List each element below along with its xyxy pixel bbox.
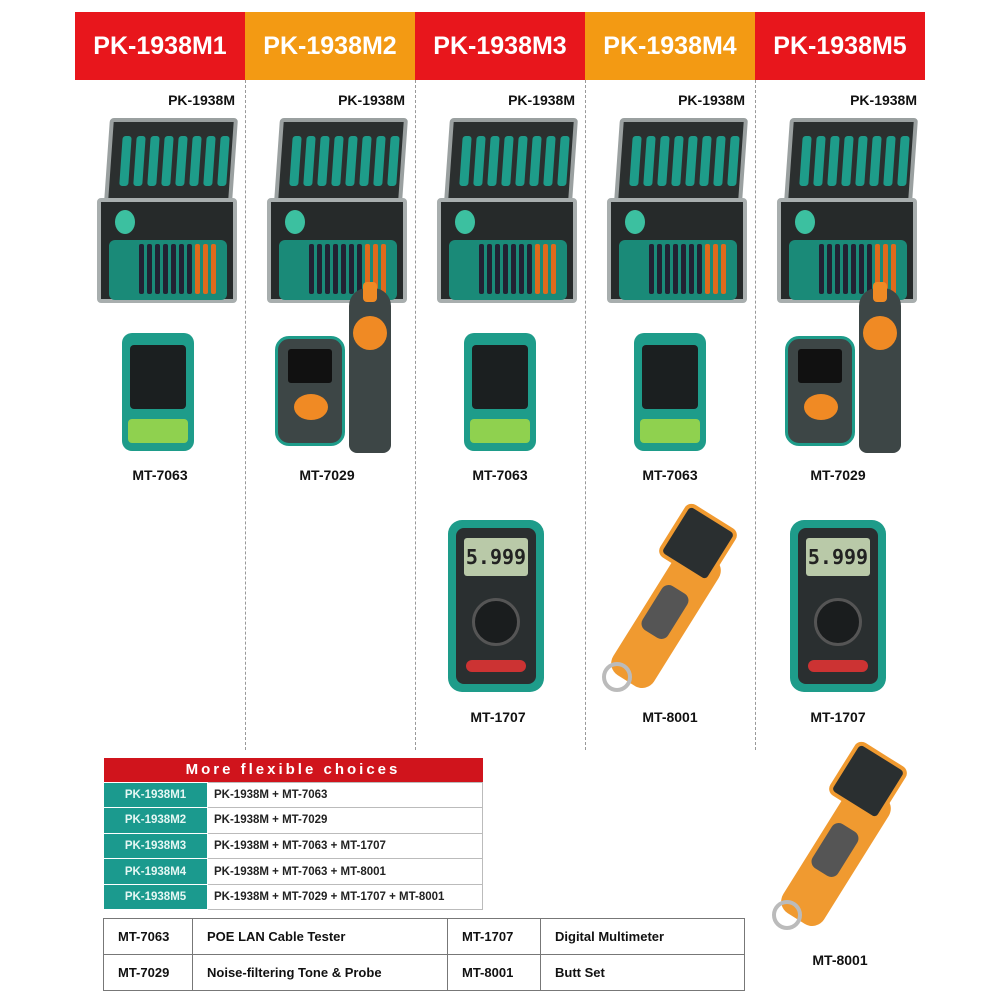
model-cell: PK-1938M5 bbox=[103, 883, 208, 911]
multimeter-image: 5.999 bbox=[448, 520, 544, 692]
product-label: MT-8001 bbox=[812, 952, 868, 968]
column-divider bbox=[585, 80, 586, 750]
kit-label: PK-1938M bbox=[168, 92, 235, 108]
header-pk-1938m3: PK-1938M3 bbox=[415, 12, 585, 80]
header-pk-1938m2: PK-1938M2 bbox=[245, 12, 415, 80]
product-label: MT-1707 bbox=[810, 709, 866, 725]
contents-cell: PK-1938M + MT-7063 + MT-8001 bbox=[207, 858, 483, 885]
product-label: MT-7063 bbox=[132, 467, 188, 483]
column-divider bbox=[245, 80, 246, 750]
name-cell: Butt Set bbox=[540, 954, 745, 991]
tool-kit-image bbox=[777, 118, 922, 306]
code-cell: MT-7029 bbox=[103, 954, 193, 991]
contents-cell: PK-1938M + MT-7063 + MT-1707 bbox=[207, 832, 483, 860]
butt-set-image bbox=[768, 738, 910, 940]
kit-label: PK-1938M bbox=[678, 92, 745, 108]
contents-cell: PK-1938M + MT-7029 + MT-1707 + MT-8001 bbox=[207, 883, 483, 911]
kit-label: PK-1938M bbox=[338, 92, 405, 108]
tool-kit-image bbox=[267, 118, 412, 306]
product-legend-table: MT-7063 POE LAN Cable Tester MT-1707 Dig… bbox=[103, 918, 745, 991]
code-cell: MT-8001 bbox=[447, 954, 541, 991]
model-cell: PK-1938M2 bbox=[103, 807, 208, 834]
name-cell: Noise-filtering Tone & Probe bbox=[192, 954, 448, 991]
code-cell: MT-7063 bbox=[103, 918, 193, 955]
contents-cell: PK-1938M + MT-7063 bbox=[207, 781, 483, 809]
name-cell: POE LAN Cable Tester bbox=[192, 918, 448, 955]
cable-tester-image bbox=[634, 333, 706, 451]
product-label: MT-7063 bbox=[642, 467, 698, 483]
contents-cell: PK-1938M + MT-7029 bbox=[207, 807, 483, 834]
product-label: MT-8001 bbox=[642, 709, 698, 725]
cable-tester-image bbox=[122, 333, 194, 451]
cable-tester-image bbox=[464, 333, 536, 451]
tone-probe-image bbox=[785, 282, 910, 456]
model-cell: PK-1938M3 bbox=[103, 832, 208, 860]
model-cell: PK-1938M1 bbox=[103, 781, 208, 809]
multimeter-display: 5.999 bbox=[464, 538, 528, 576]
column-divider bbox=[755, 80, 756, 750]
name-cell: Digital Multimeter bbox=[540, 918, 745, 955]
product-label: MT-7029 bbox=[299, 467, 355, 483]
code-cell: MT-1707 bbox=[447, 918, 541, 955]
tool-kit-image bbox=[607, 118, 752, 306]
kit-label: PK-1938M bbox=[508, 92, 575, 108]
model-cell: PK-1938M4 bbox=[103, 858, 208, 885]
multimeter-display: 5.999 bbox=[806, 538, 870, 576]
table-row: MT-7029 Noise-filtering Tone & Probe MT-… bbox=[103, 954, 745, 991]
header-pk-1938m4: PK-1938M4 bbox=[585, 12, 755, 80]
header-pk-1938m5: PK-1938M5 bbox=[755, 12, 925, 80]
butt-set-image bbox=[598, 500, 740, 702]
product-label: MT-7063 bbox=[472, 467, 528, 483]
choices-title: More flexible choices bbox=[103, 758, 483, 782]
tone-probe-image bbox=[275, 282, 400, 456]
kit-label: PK-1938M bbox=[850, 92, 917, 108]
header-pk-1938m1: PK-1938M1 bbox=[75, 12, 245, 80]
table-row: MT-7063 POE LAN Cable Tester MT-1707 Dig… bbox=[103, 918, 745, 955]
multimeter-image: 5.999 bbox=[790, 520, 886, 692]
tool-kit-image bbox=[97, 118, 242, 306]
product-label: MT-1707 bbox=[470, 709, 526, 725]
tool-kit-image bbox=[437, 118, 582, 306]
product-label: MT-7029 bbox=[810, 467, 866, 483]
column-divider bbox=[415, 80, 416, 750]
